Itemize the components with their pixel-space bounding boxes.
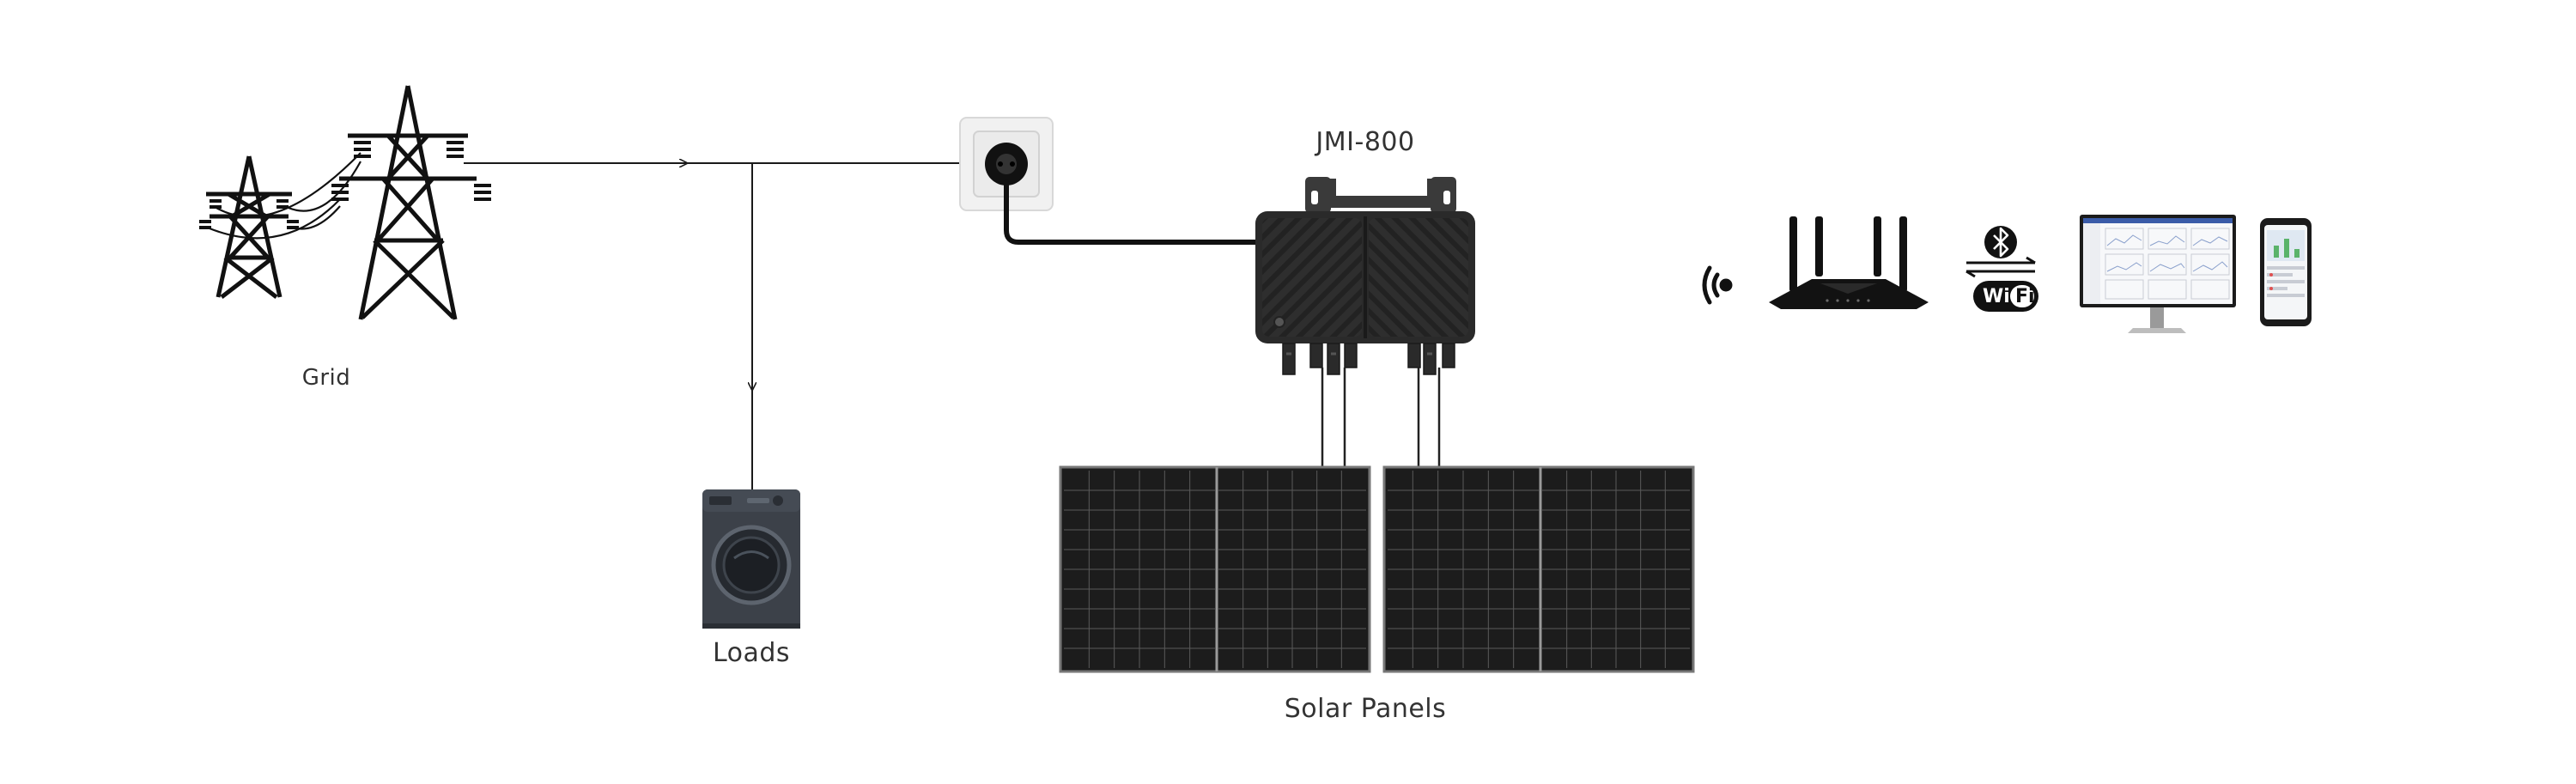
power-socket-icon [959,117,1054,211]
inverter-ac-cable [1004,179,1263,245]
solar-panel-icon [1059,465,1695,673]
microinverter-icon [1255,177,1475,375]
solar-panel-2 [1382,465,1695,673]
smartphone-icon [2260,218,2312,326]
wifi-badge [1973,281,2038,312]
wifi-badge-wi: Wi [1983,286,2010,307]
wifi-badge-fi: Fi [2015,286,2035,307]
wireless-signal-icon [1702,265,1733,305]
desktop-monitor-icon [2080,215,2236,333]
loads-label: Loads [712,638,791,668]
grid-connection-line [464,163,962,491]
washing-machine-icon [702,489,800,629]
solar-panels-label: Solar Panels [1284,694,1447,724]
transmission-towers-icon [199,85,491,320]
bluetooth-icon [1984,226,2017,258]
bidirectional-arrows-icon [1965,256,2036,278]
large-tower [339,85,477,320]
wifi-router-icon [1769,216,1929,309]
grid-label: Grid [301,365,351,391]
small-tower [206,155,292,299]
dc-wires [1321,368,1441,468]
inverter-model-label: JMI-800 [1315,127,1415,157]
solar-panel-1 [1059,465,1371,673]
